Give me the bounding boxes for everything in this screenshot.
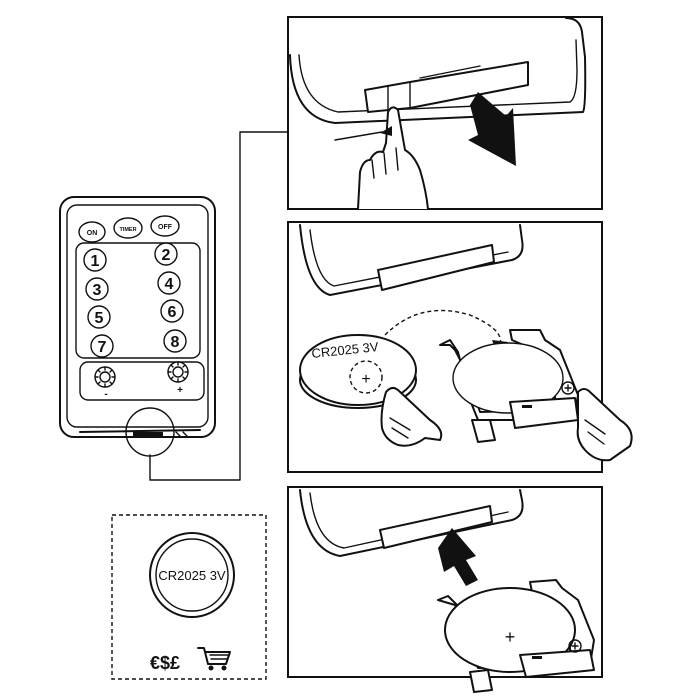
remote-button-8: 8 [171,334,180,351]
remote-button-1: 1 [91,253,100,270]
magnifier-circle [125,407,175,457]
hand-holding-battery [380,386,443,447]
slide-out-arrow [468,92,516,166]
battery-type-inset: CR2025 3V €$£ [111,514,267,680]
hand-pressing-holder [576,388,633,462]
hand-pushing-tab [334,106,429,210]
connector-lines [149,131,289,481]
remote-button-2: 2 [162,247,171,264]
remote-dim-plus-button: + [167,361,189,396]
battery-holder-step3: + [437,579,595,693]
remote-control: ON TIMER OFF 1 3 5 7 2 4 6 8 [59,196,216,457]
remote-off-button: OFF [158,224,173,231]
battery-label-inset: CR2025 3V [158,568,226,583]
remote-top-buttons: ON TIMER OFF [78,215,180,243]
currency-symbols: €$£ [150,653,180,673]
battery-tray-pulled [364,61,529,113]
battery-holder-step2 [439,329,579,443]
shopping-cart-icon [197,647,231,671]
remote-number-buttons-right: 2 4 6 8 [154,242,187,353]
battery-polarity-step2: + [361,371,370,388]
battery-polarity-step3: + [505,627,516,647]
remote-number-buttons-left: 1 3 5 7 [83,248,114,358]
remote-dim-minus-button: - [94,366,116,400]
step3-panel: + [287,486,603,693]
remote-button-6: 6 [168,304,177,321]
dim-minus-label: - [104,389,107,400]
remote-button-3: 3 [93,282,102,299]
remote-button-5: 5 [95,310,104,327]
remote-button-4: 4 [165,276,174,293]
slide-in-arrow [438,528,478,586]
remote-timer-button: TIMER [119,227,136,233]
remote-button-7: 7 [98,339,107,356]
battery-label-step2: CR2025 3V [311,339,380,361]
dim-plus-label: + [177,385,183,396]
remote-on-button: ON [87,230,98,237]
step2-panel: CR2025 3V + [287,221,633,473]
step1-panel [287,16,603,210]
